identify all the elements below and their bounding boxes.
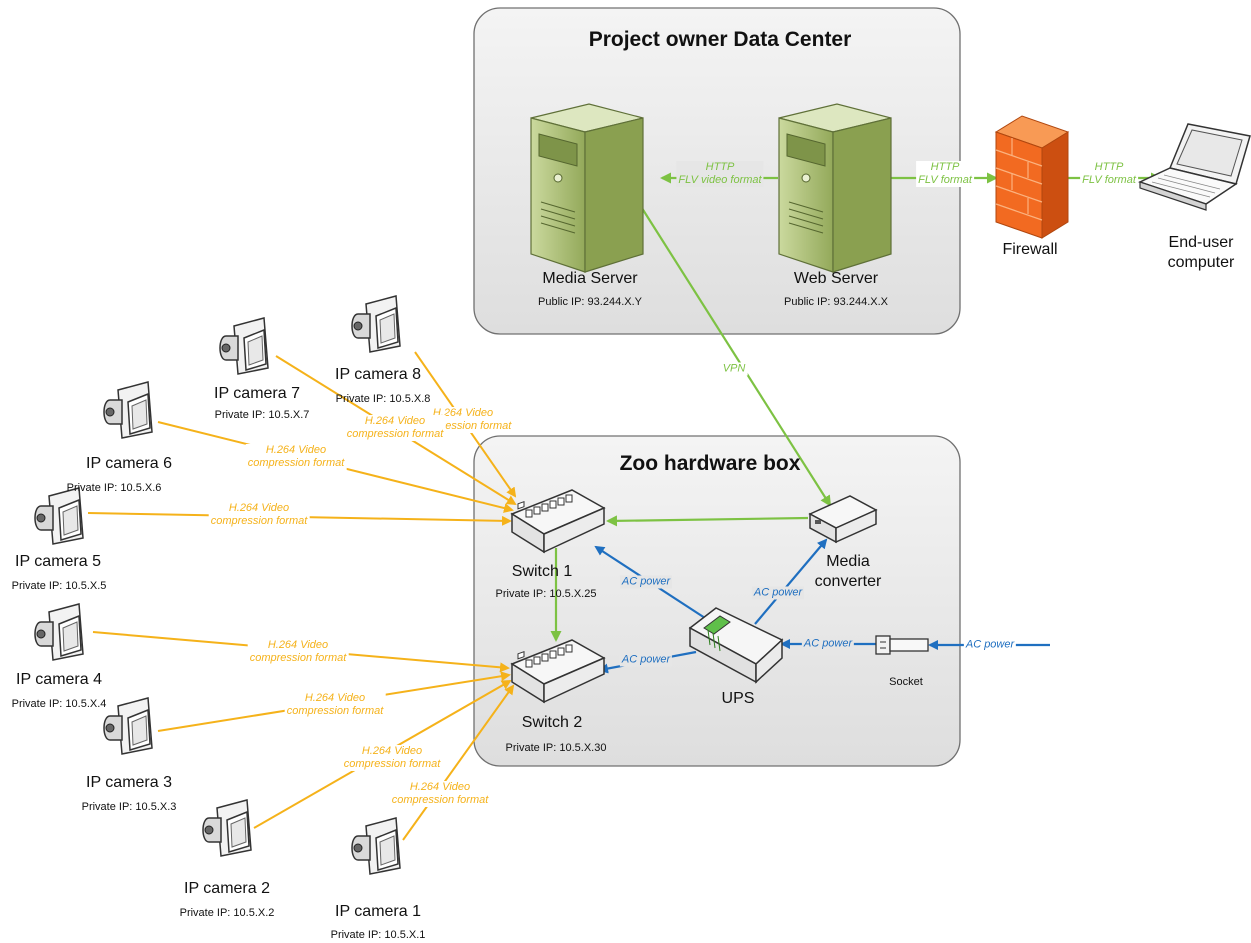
camera2-ip: Private IP: 10.5.X.2 bbox=[179, 907, 275, 919]
camera8-ip: Private IP: 10.5.X.8 bbox=[335, 393, 431, 405]
camera6-icon bbox=[103, 381, 153, 439]
edge-label-ac: AC power bbox=[619, 575, 673, 589]
camera1-name: IP camera 1 bbox=[335, 903, 421, 920]
edge-label-power-converter: AC power bbox=[751, 586, 805, 600]
edge-label-power-switch1: AC power bbox=[619, 575, 673, 589]
web-server-name: Web Server bbox=[793, 270, 879, 287]
edge-label-line2: compression format bbox=[389, 794, 491, 807]
edge-label-line2: compression format bbox=[208, 515, 310, 528]
camera7-name: IP camera 7 bbox=[214, 385, 300, 402]
edge-label-vpn: VPN bbox=[720, 362, 748, 376]
end-user-name: End-user computer bbox=[1167, 234, 1235, 271]
edge-label-ac: AC power bbox=[801, 637, 855, 651]
camera2-icon bbox=[202, 799, 252, 857]
datacenter-title: Project owner Data Center bbox=[588, 28, 852, 51]
edge-label-flv-video: FLV video format bbox=[676, 174, 764, 187]
laptop-icon bbox=[1137, 123, 1251, 211]
camera5-ip: Private IP: 10.5.X.5 bbox=[11, 580, 107, 592]
camera5-icon bbox=[34, 487, 84, 545]
switch1-ip: Private IP: 10.5.X.25 bbox=[495, 588, 597, 600]
edge-label-line2: compression format bbox=[247, 652, 349, 665]
edge-label-line1: H.264 Video bbox=[341, 745, 443, 758]
switch2-ip: Private IP: 10.5.X.30 bbox=[505, 742, 607, 754]
camera1-ip: Private IP: 10.5.X.1 bbox=[330, 929, 426, 941]
camera7-ip: Private IP: 10.5.X.7 bbox=[214, 409, 310, 421]
camera1-icon bbox=[351, 817, 401, 875]
camera8-name: IP camera 8 bbox=[335, 366, 421, 383]
video-link-cam1 bbox=[402, 684, 515, 841]
camera3-name: IP camera 3 bbox=[86, 774, 172, 791]
firewall-name: Firewall bbox=[1002, 241, 1058, 258]
web-server-ip: Public IP: 93.244.X.X bbox=[784, 296, 888, 308]
edge-label-line1: H.264 Video bbox=[245, 444, 347, 457]
edge-label-http: HTTP bbox=[916, 161, 974, 174]
ups-name: UPS bbox=[721, 690, 755, 707]
camera2-name: IP camera 2 bbox=[184, 880, 270, 897]
web-server-icon bbox=[778, 103, 892, 273]
edge-label-line1: H.264 Video bbox=[389, 781, 491, 794]
camera4-icon bbox=[34, 603, 84, 661]
camera6-ip: Private IP: 10.5.X.6 bbox=[66, 482, 162, 494]
socket-name: Socket bbox=[889, 676, 923, 688]
link-vpn bbox=[639, 204, 832, 507]
camera3-ip: Private IP: 10.5.X.3 bbox=[81, 801, 177, 813]
edge-label-vpn-text: VPN bbox=[720, 362, 748, 376]
camera4-ip: Private IP: 10.5.X.4 bbox=[11, 698, 107, 710]
edge-label-http: HTTP bbox=[1080, 161, 1138, 174]
edge-label-line2: compression format bbox=[245, 457, 347, 470]
edge-label-ac: AC power bbox=[963, 638, 1017, 652]
media-server-ip: Public IP: 93.244.X.Y bbox=[538, 296, 642, 308]
media-converter-icon bbox=[808, 495, 878, 544]
edge-label-ac: AC power bbox=[619, 653, 673, 667]
media-converter-name: Media converter bbox=[814, 553, 882, 590]
edge-label-line2: compression format bbox=[341, 758, 443, 771]
edge-label-power-in: AC power bbox=[963, 638, 1017, 652]
camera4-name: IP camera 4 bbox=[16, 671, 102, 688]
edge-label-line1: H.264 Video bbox=[344, 415, 446, 428]
camera7-icon bbox=[219, 317, 269, 375]
edge-label-line1: H.264 Video bbox=[208, 502, 310, 515]
camera6-name: IP camera 6 bbox=[86, 455, 172, 472]
media-server-name: Media Server bbox=[542, 270, 638, 287]
camera3-icon bbox=[103, 697, 153, 755]
zoobox-title: Zoo hardware box bbox=[619, 452, 801, 475]
edge-label-line2: compression format bbox=[344, 428, 446, 441]
edge-label-flv: FLV format bbox=[1080, 174, 1138, 187]
edge-label-power-switch2: AC power bbox=[619, 653, 673, 667]
ups-icon bbox=[688, 607, 784, 684]
switch2-name: Switch 2 bbox=[521, 714, 583, 731]
power-socket-icon bbox=[875, 635, 929, 655]
edge-label-ac: AC power bbox=[751, 586, 805, 600]
camera5-name: IP camera 5 bbox=[15, 553, 101, 570]
media-server-icon bbox=[530, 103, 644, 273]
power-ups-to-converter bbox=[754, 538, 828, 625]
link-converter-to-switch1 bbox=[606, 515, 809, 527]
edge-label-flv: FLV format bbox=[916, 174, 974, 187]
edge-label-line1: H.264 Video bbox=[247, 639, 349, 652]
edge-label-power-socket: AC power bbox=[801, 637, 855, 651]
edge-label-line1: H.264 Video bbox=[284, 692, 386, 705]
camera8-icon bbox=[351, 295, 401, 353]
firewall-icon bbox=[994, 115, 1070, 239]
switch1-name: Switch 1 bbox=[511, 563, 573, 580]
edge-label-line2: compression format bbox=[284, 705, 386, 718]
edge-label-http: HTTP bbox=[676, 161, 764, 174]
